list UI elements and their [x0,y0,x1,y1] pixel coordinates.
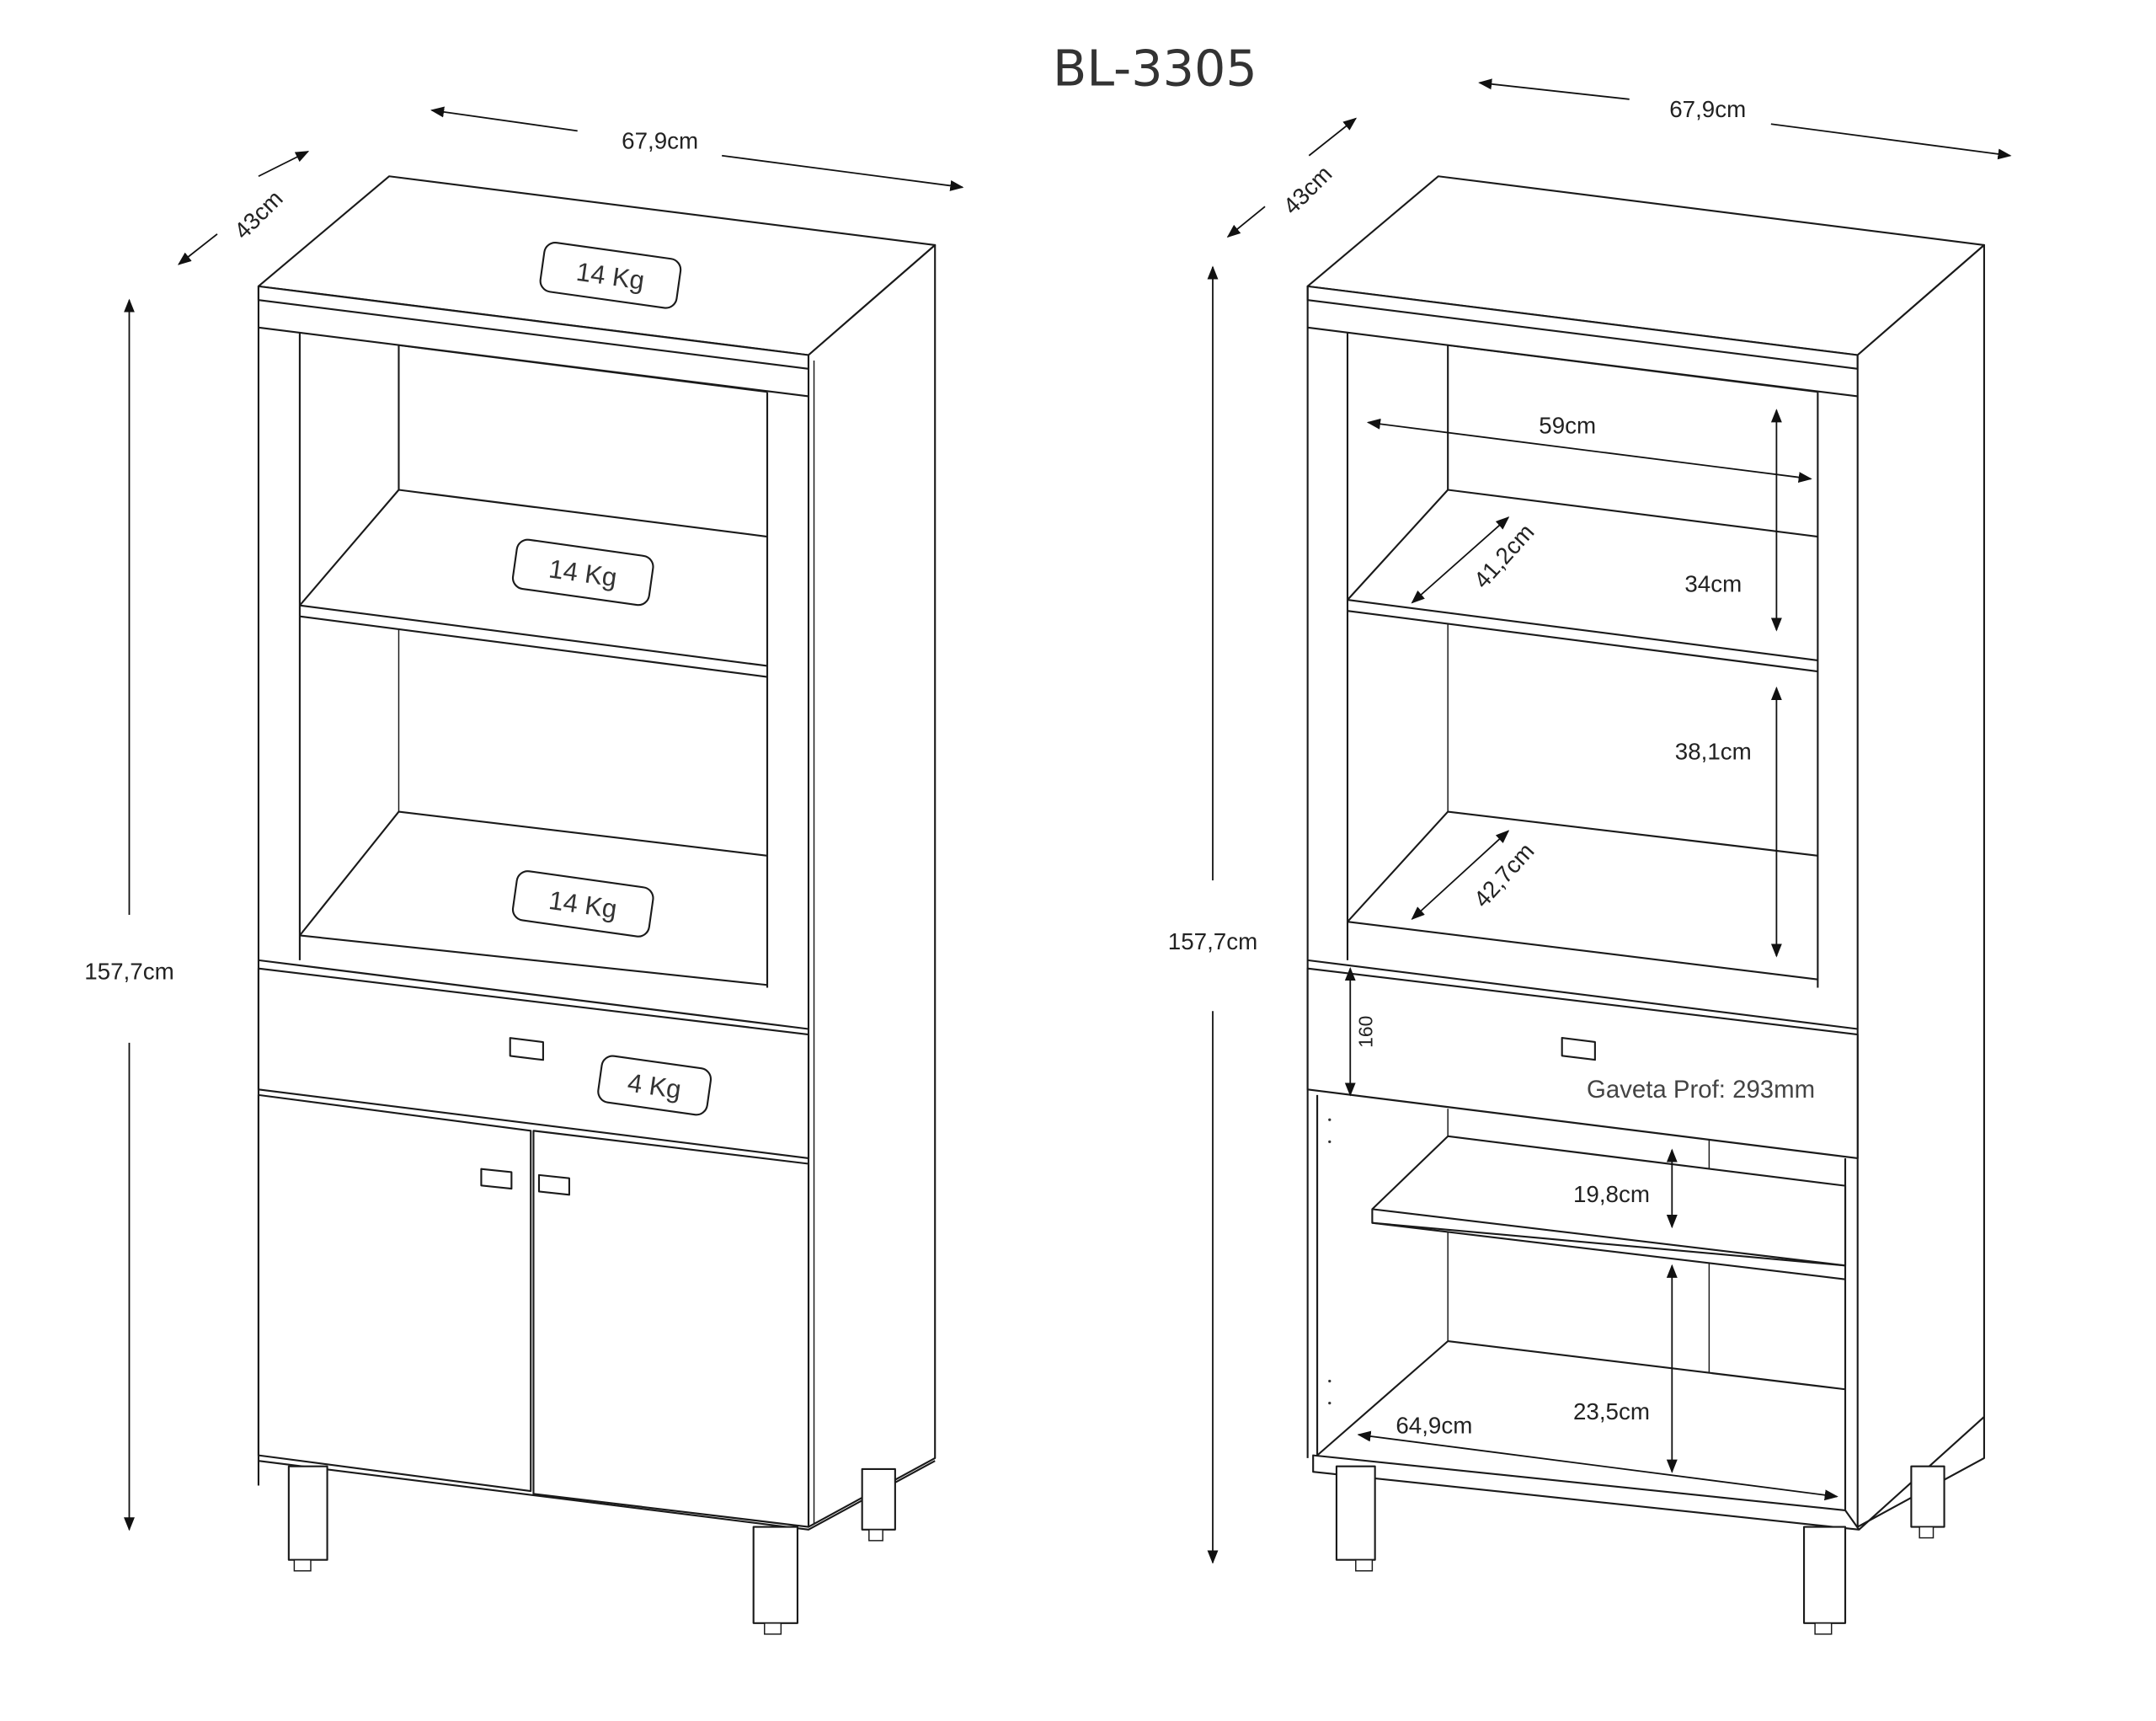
left-door-right[interactable] [532,1130,810,1528]
middle-niche-height-label: 38,1cm [1675,739,1752,765]
upper-niche-height-label: 34cm [1684,570,1742,596]
left-width-label: 67,9cm [622,128,698,154]
drawer-depth-label: Gaveta Prof: 293mm [1587,1076,1815,1104]
load-badge-top: 14 Kg [539,241,682,309]
left-door-left[interactable] [257,1093,532,1493]
right-drawer-handle-icon [1561,1037,1596,1061]
right-side-panel [1856,243,1985,1528]
load-badge-drawer: 4 Kg [597,1055,712,1116]
left-side-panel [807,243,937,1528]
bottom-niche-height-label: 23,5cm [1573,1398,1650,1424]
lower-shelf-gap-label: 19,8cm [1573,1181,1650,1207]
bottom-inner-width-label: 64,9cm [1396,1412,1472,1438]
upper-shelf-depth-label: 41,2cm [1469,519,1540,593]
right-depth-label: 43cm [1278,160,1337,219]
left-dimensions: 67,9cm 43cm 157,7cm [84,106,964,1531]
load-badge-shelf-upper: 14 Kg [511,538,654,607]
right-legs [1335,1465,1945,1635]
inner-width-label: 59cm [1539,413,1596,439]
drawer-handle-icon [509,1037,544,1061]
model-title: BL-3305 [1053,40,1257,98]
left-depth-label: 43cm [229,185,288,244]
right-adjustable-shelf [1371,1135,1847,1267]
left-height-label: 157,7cm [84,959,173,985]
drawer-height-label: 160 [1354,1016,1376,1048]
shelf-pin-holes [1328,1118,1331,1405]
load-badge-shelf-lower: 14 Kg [511,870,654,938]
lower-shelf-depth-label: 42,7cm [1469,838,1540,912]
right-width-label: 67,9cm [1669,96,1746,122]
left-cabinet-view: 14 Kg 14 Kg 14 Kg 4 Kg [257,175,937,1635]
left-legs [287,1465,896,1635]
door-handle-right-icon [537,1173,570,1196]
right-drawer[interactable] [1306,967,1859,1160]
door-handle-left-icon [480,1168,513,1190]
right-height-label: 157,7cm [1168,928,1257,954]
right-cabinet-view [1306,175,1985,1635]
svg-text:4 Kg: 4 Kg [626,1068,683,1105]
